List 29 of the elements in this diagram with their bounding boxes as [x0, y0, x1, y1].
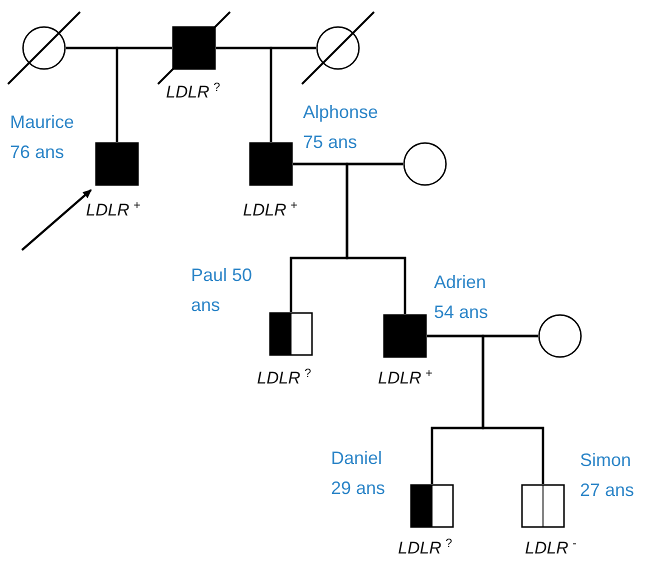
- genotype-label: LDLR$^{+}$: [243, 198, 298, 221]
- unaffected-female-circle: [403, 142, 447, 186]
- descent-line: [346, 162, 406, 314]
- person-name-label: Adrien 54 ans: [434, 271, 490, 324]
- genotype-label: LDLR$^{?}$: [398, 536, 452, 559]
- proband-arrow: [21, 189, 92, 251]
- person-name-label: Paul 50 ans: [191, 264, 254, 317]
- unaffected-female-circle: [22, 26, 66, 70]
- descent-line: [116, 46, 172, 142]
- genotype-label: LDLR$^{?}$: [166, 80, 220, 103]
- person-name-label: Simon 27 ans: [580, 449, 636, 502]
- genotype-label: LDLR$^{-}$: [525, 536, 576, 559]
- descent-line: [482, 334, 544, 484]
- affected-male-square: [95, 142, 139, 186]
- person-name-label: Daniel 29 ans: [331, 447, 386, 500]
- affected-male-square: [249, 142, 293, 186]
- genotype-label: LDLR$^{+}$: [86, 198, 140, 221]
- unaffected-female-circle: [538, 314, 582, 358]
- affected-male-square: [172, 26, 216, 70]
- person-name-label: Maurice 76 ans: [10, 111, 76, 164]
- half-shaded-male-square: [410, 484, 454, 528]
- half-shaded-male-square: [269, 312, 313, 356]
- unaffected-female-circle: [316, 26, 360, 70]
- descent-line: [270, 46, 316, 142]
- person-name-label: Alphonse 75 ans: [303, 101, 380, 154]
- genotype-label: LDLR$^{+}$: [378, 366, 432, 389]
- genotype-label: LDLR$^{?}$: [257, 366, 312, 389]
- divided-male-square: [521, 484, 565, 528]
- affected-male-square: [383, 314, 427, 358]
